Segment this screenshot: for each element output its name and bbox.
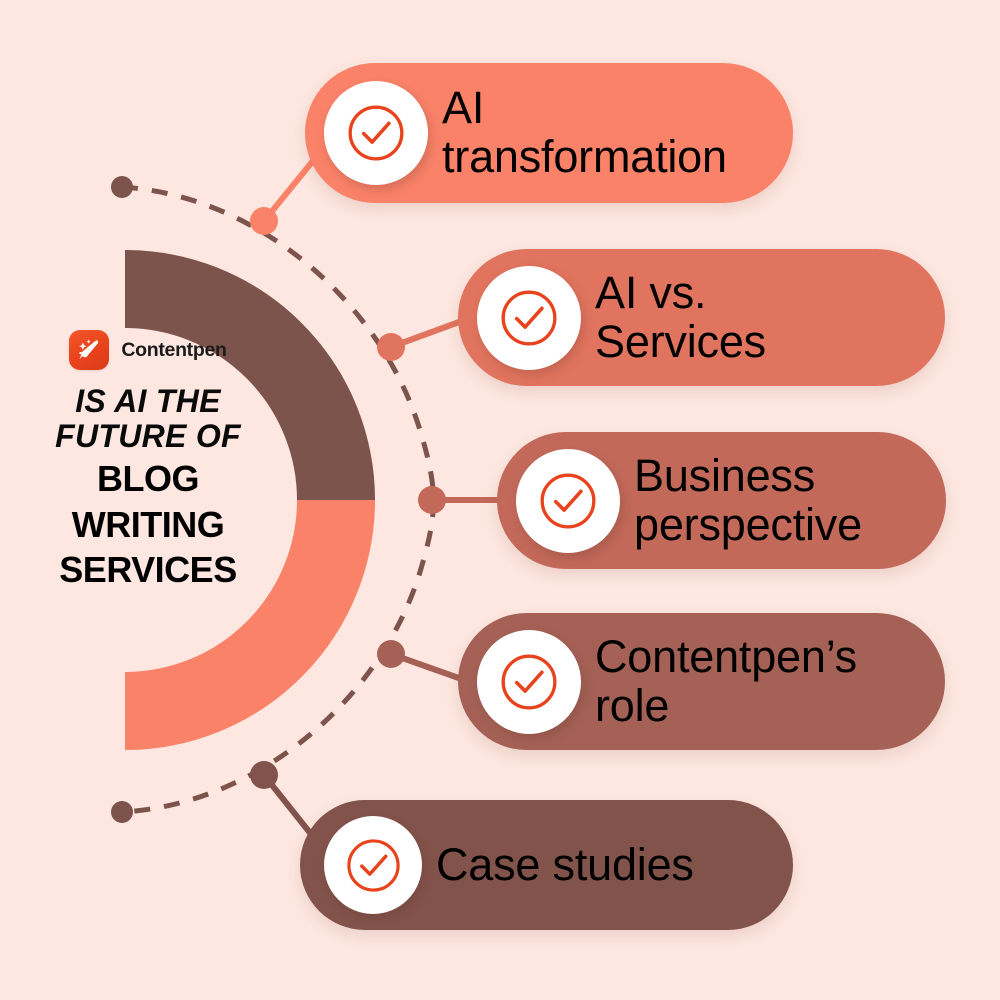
headline-line-5: SERVICES xyxy=(59,549,237,591)
pill-label-3: Business perspective xyxy=(634,449,862,550)
contentpen-rocket-pen-icon xyxy=(69,330,110,370)
pill-item-1[interactable]: AI transformation xyxy=(305,63,793,203)
pill-label-1: AI transformation xyxy=(442,82,727,182)
check-circle-icon xyxy=(477,265,581,370)
node-3[interactable] xyxy=(418,486,446,514)
brand-block: Contentpen IS AI THE FUTURE OF BLOG WRIT… xyxy=(14,330,282,590)
pill-item-4[interactable]: Contentpen’s role xyxy=(458,613,945,750)
connector-line-2 xyxy=(389,315,472,350)
headline-line-3: BLOG xyxy=(97,458,200,500)
pill-item-3[interactable]: Business perspective xyxy=(497,432,946,569)
check-circle-icon xyxy=(477,629,581,734)
node-4[interactable] xyxy=(377,640,405,668)
brand-row: Contentpen xyxy=(14,330,282,370)
check-circle-icon xyxy=(324,816,422,914)
brand-name: Contentpen xyxy=(121,338,227,361)
headline-line-1: IS AI THE xyxy=(75,383,221,419)
node-1[interactable] xyxy=(250,207,278,235)
dashed-track-path xyxy=(121,184,436,815)
headline-line-4: WRITING xyxy=(71,503,225,545)
pill-label-5: Case studies xyxy=(436,838,694,890)
headline-line-2: FUTURE OF xyxy=(55,417,241,454)
pill-item-2[interactable]: AI vs. Services xyxy=(458,249,945,386)
check-circle-icon xyxy=(516,448,620,553)
dot-bottom-end xyxy=(111,801,133,823)
pill-item-5[interactable]: Case studies xyxy=(300,800,793,930)
dot-top-end xyxy=(111,176,133,198)
node-5[interactable] xyxy=(250,761,278,789)
pill-label-4: Contentpen’s role xyxy=(595,630,857,731)
node-2[interactable] xyxy=(377,333,405,361)
pill-label-2: AI vs. Services xyxy=(595,266,766,367)
check-circle-icon xyxy=(324,81,428,185)
